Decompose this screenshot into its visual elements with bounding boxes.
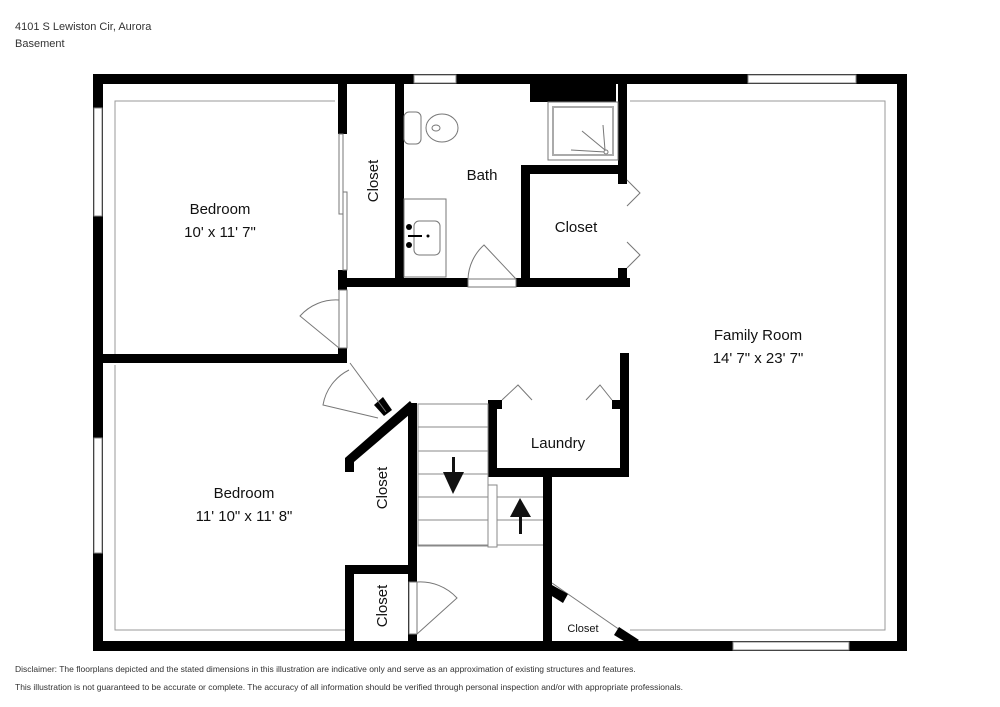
stair-arrows <box>443 457 531 534</box>
sliding-door <box>338 133 348 271</box>
inner-outlines <box>114 100 886 631</box>
family-room-dims: 14' 7" x 23' 7" <box>713 350 804 367</box>
floor-level: Basement <box>15 38 65 50</box>
windows <box>93 74 857 651</box>
bath-fixtures <box>403 101 619 278</box>
doors <box>299 179 641 635</box>
disclaimer-line-2: This illustration is not guaranteed to b… <box>15 682 683 692</box>
bath-name: Bath <box>467 167 498 184</box>
interior-walls <box>103 84 630 651</box>
bedroom1-name: Bedroom <box>190 201 251 218</box>
closet-bed1-name: Closet <box>365 159 382 202</box>
closet-small-name: Closet <box>374 584 391 627</box>
bedroom2-dims: 11' 10" x 11' 8" <box>196 508 293 525</box>
closet-bed2-name: Closet <box>374 466 391 509</box>
laundry-name: Laundry <box>531 435 586 452</box>
corner-closet-doorjambs <box>547 585 639 646</box>
exterior-walls <box>93 74 907 651</box>
room-labels: Bedroom 10' x 11' 7" Bedroom 11' 10" x 1… <box>184 159 803 635</box>
bedroom1-dims: 10' x 11' 7" <box>184 224 256 241</box>
sink-faucet <box>406 224 430 248</box>
property-address: 4101 S Lewiston Cir, Aurora <box>15 21 152 33</box>
bedroom2-name: Bedroom <box>214 485 275 502</box>
family-room-name: Family Room <box>714 327 802 344</box>
closet-corner-name: Closet <box>567 623 598 635</box>
closet-bath-name: Closet <box>555 219 598 236</box>
disclaimer-line-1: Disclaimer: The floorplans depicted and … <box>15 664 636 674</box>
